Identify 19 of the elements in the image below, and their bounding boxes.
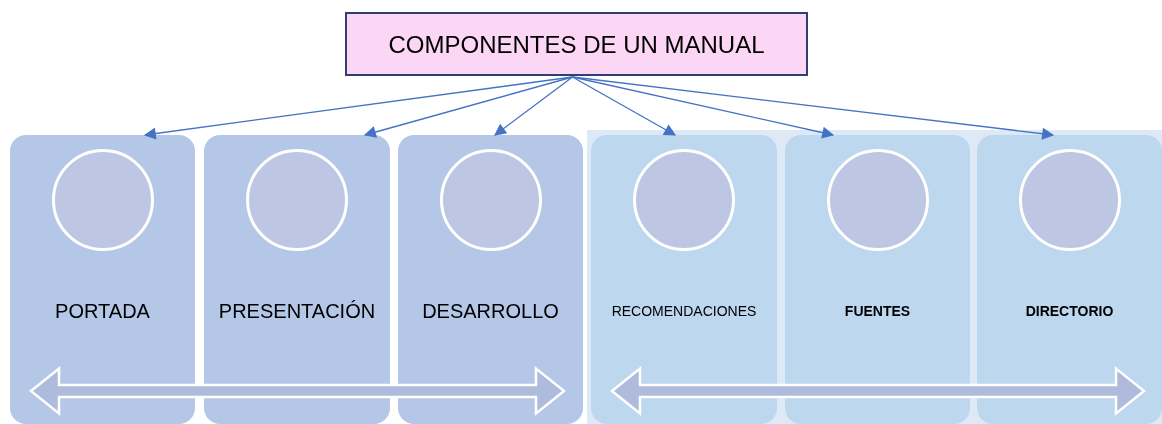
component-card — [785, 135, 970, 424]
component-label: PORTADA — [54, 300, 151, 323]
arrow — [571, 76, 1055, 140]
component-card — [591, 135, 777, 424]
arrow — [143, 76, 574, 140]
component-card — [977, 135, 1162, 424]
component-label: RECOMENDACIONES — [610, 303, 758, 319]
component-card — [398, 135, 583, 424]
component-card — [10, 135, 195, 424]
title-text: COMPONENTES DE UN MANUAL — [387, 31, 766, 59]
component-label: DESARROLLO — [421, 300, 560, 323]
component-card — [204, 135, 390, 424]
component-label: FUENTES — [843, 303, 912, 319]
arrow — [494, 76, 574, 136]
component-label: DIRECTORIO — [1024, 303, 1115, 319]
arrow — [363, 76, 574, 138]
arrow — [571, 76, 677, 136]
title-box — [345, 12, 808, 76]
component-label: PRESENTACIÓN — [217, 300, 377, 323]
